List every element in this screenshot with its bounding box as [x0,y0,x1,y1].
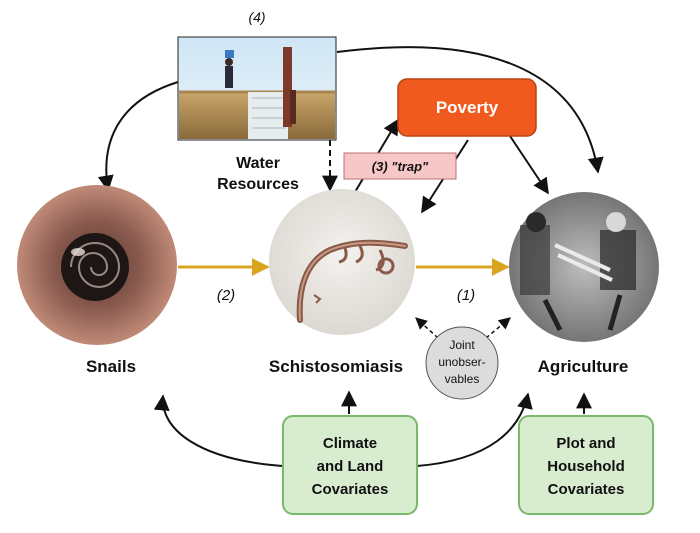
arrow-climate-to-snails [153,394,284,467]
climate-covariates-box [282,415,418,515]
plot-label-line2: Household [547,458,625,475]
joint-label-line1: Joint [449,338,475,352]
climate-label-line1: Climate [323,435,377,452]
schistosomiasis-label: Schistosomiasis [269,357,403,376]
snail-photo [17,185,177,345]
climate-label-line3: Covariates [312,481,389,498]
plot-covariates-box [518,415,654,515]
water-resources-label-line2: Resources [217,176,299,193]
edge-label-2: (2) [217,287,235,304]
joint-label-line3: vables [445,372,480,386]
snails-label: Snails [86,357,136,376]
edge-label-1: (1) [457,287,475,304]
arrow-water-to-agriculture [336,46,604,174]
climate-label-line2: and Land [317,458,384,475]
agriculture-label: Agriculture [538,357,629,376]
trap-label: (3) "trap" [372,159,429,174]
poverty-box [397,78,537,137]
agriculture-photo [509,192,659,342]
arrow-water-to-snails [97,81,179,192]
water-resources-photo [177,36,337,141]
arrow-joint-to-schisto [415,317,439,339]
water-resources-label-line1: Water [236,155,280,172]
plot-label-line1: Plot and [556,435,615,452]
trap-box [343,152,457,180]
arrow-climate-to-agriculture [416,392,533,467]
joint-label-line2: unobser- [438,355,485,369]
water-resources-tag: (4) [248,9,265,25]
arrow-poverty-to-agriculture [509,135,549,195]
schistosome-photo [269,189,415,335]
joint-unobservables-circle [425,326,499,400]
plot-label-line3: Covariates [548,481,625,498]
poverty-label: Poverty [436,98,499,117]
arrow-joint-to-agriculture [485,317,511,339]
